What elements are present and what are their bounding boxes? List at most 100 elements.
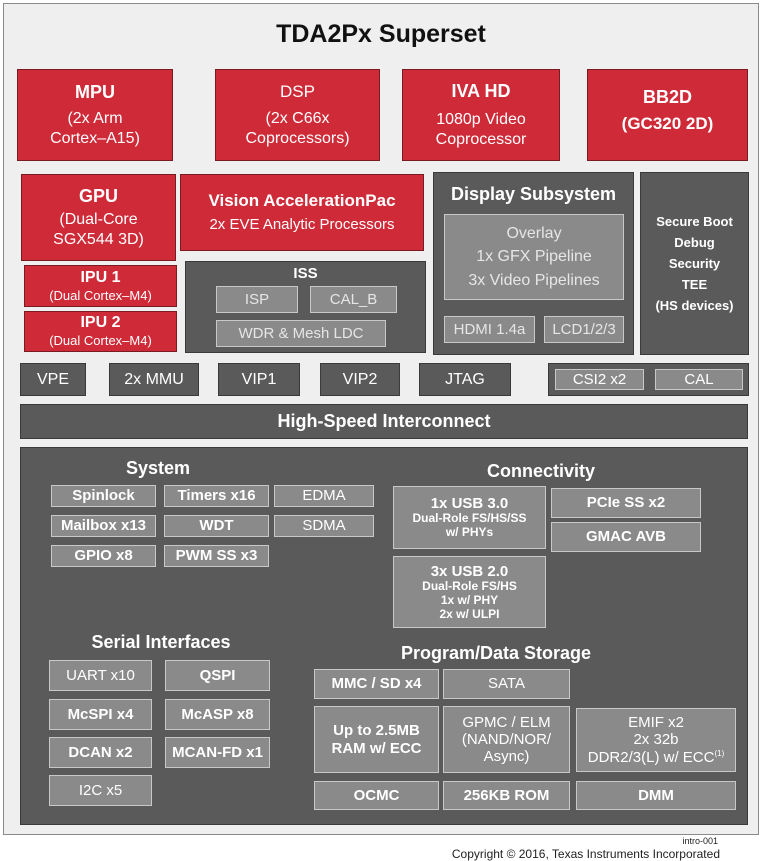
- vision-acceleration-block: Vision AccelerationPac 2x EVE Analytic P…: [180, 174, 424, 251]
- csi2-cell: CSI2 x2: [555, 369, 644, 390]
- diagram-title: TDA2Px Superset: [276, 20, 486, 48]
- usb3-cell: 1x USB 3.0 Dual-Role FS/HS/SS w/ PHYs: [393, 486, 546, 549]
- iss-name: ISS: [293, 265, 318, 282]
- system-title: System: [125, 458, 191, 478]
- debug-label: Debug: [674, 235, 715, 250]
- mcasp-cell: McASP x8: [165, 699, 270, 730]
- gpmc-desc-1: (NAND/NOR/: [461, 730, 552, 748]
- spinlock-cell: Spinlock: [51, 485, 156, 507]
- dss-video: 3x Video Pipelines: [468, 271, 600, 289]
- usb3-name: 1x USB 3.0: [430, 495, 509, 513]
- usb2-desc-1: Dual-Role FS/HS: [422, 578, 517, 593]
- qspi-cell: QSPI: [165, 660, 270, 691]
- mpu-desc-1: (2x Arm: [67, 110, 123, 128]
- csi-cal-block: CSI2 x2 CAL: [548, 363, 749, 396]
- edma-cell: EDMA: [274, 485, 374, 507]
- usb3-desc-2: w/ PHYs: [445, 525, 494, 540]
- dss-name: Display Subsystem: [450, 184, 617, 204]
- cal-cell: CAL: [655, 369, 743, 390]
- ram-size: Up to 2.5MB: [333, 722, 420, 740]
- mpu-desc-2: Cortex–A15): [50, 130, 140, 148]
- mmu-block: 2x MMU: [109, 363, 199, 396]
- bb2d-block: BB2D (GC320 2D): [587, 69, 748, 161]
- ram-ecc: RAM w/ ECC: [331, 739, 422, 757]
- mpu-name: MPU: [75, 81, 115, 102]
- mcspi-cell: McSPI x4: [49, 699, 152, 730]
- bb2d-name: BB2D: [642, 87, 692, 107]
- secure-boot-label: Secure Boot: [656, 214, 733, 229]
- ram-cell: Up to 2.5MB RAM w/ ECC: [314, 706, 439, 773]
- sata-cell: SATA: [443, 669, 570, 699]
- usb2-desc-2: 1x w/ PHY: [440, 592, 499, 607]
- timers-cell: Timers x16: [164, 485, 269, 507]
- dsp-desc-2: Coprocessors): [245, 129, 350, 147]
- mcan-fd-cell: MCAN-FD x1: [165, 737, 270, 768]
- emif-ddr: DDR2/3(L) w/ ECC: [587, 748, 715, 766]
- security-label: Security: [668, 256, 721, 271]
- storage-title: Program/Data Storage: [400, 643, 592, 663]
- vision-desc: 2x EVE Analytic Processors: [209, 216, 395, 234]
- emif-footnote: (1): [714, 748, 725, 758]
- ocmc-cell: OCMC: [314, 781, 439, 810]
- ipu2-desc: (Dual Cortex–M4): [49, 333, 152, 349]
- high-speed-interconnect: High-Speed Interconnect: [20, 404, 748, 439]
- mpu-block: MPU (2x Arm Cortex–A15): [17, 69, 173, 161]
- usb2-cell: 3x USB 2.0 Dual-Role FS/HS 1x w/ PHY 2x …: [393, 556, 546, 628]
- iss-block: ISS ISP CAL_B WDR & Mesh LDC: [185, 261, 426, 353]
- figure-code: intro-001: [682, 836, 718, 846]
- iva-desc-2: Coprocessor: [435, 131, 527, 149]
- serial-interfaces-title: Serial Interfaces: [91, 632, 231, 652]
- jtag-block: JTAG: [419, 363, 511, 396]
- ipu1-name: IPU 1: [80, 268, 121, 286]
- vip2-block: VIP2: [320, 363, 400, 396]
- copyright-text: Copyright © 2016, Texas Instruments Inco…: [451, 847, 720, 861]
- dss-pipelines-cell: Overlay 1x GFX Pipeline 3x Video Pipelin…: [444, 214, 624, 300]
- usb2-desc-3: 2x w/ ULPI: [439, 606, 500, 621]
- connectivity-title: Connectivity: [486, 461, 596, 481]
- ipu2-block: IPU 2 (Dual Cortex–M4): [24, 311, 177, 352]
- hdmi-cell: HDMI 1.4a: [444, 316, 535, 343]
- iva-desc-1: 1080p Video: [436, 111, 526, 129]
- dsp-name: DSP: [280, 82, 315, 102]
- ipu1-desc: (Dual Cortex–M4): [49, 287, 152, 303]
- isp-cell: ISP: [216, 286, 298, 313]
- gmac-cell: GMAC AVB: [551, 522, 701, 552]
- usb3-desc-1: Dual-Role FS/HS/SS: [412, 511, 527, 526]
- mailbox-cell: Mailbox x13: [51, 515, 156, 537]
- display-subsystem-block: Display Subsystem Overlay 1x GFX Pipelin…: [433, 172, 634, 355]
- emif-width: 2x 32b: [633, 731, 679, 749]
- emif-name: EMIF x2: [628, 714, 684, 732]
- cal-b-cell: CAL_B: [310, 286, 397, 313]
- bb2d-desc: (GC320 2D): [621, 113, 714, 133]
- i2c-cell: I2C x5: [49, 775, 152, 806]
- emif-ddr-line: DDR2/3(L) w/ ECC(1): [588, 749, 724, 766]
- mmc-sd-cell: MMC / SD x4: [314, 669, 439, 699]
- wdt-cell: WDT: [164, 515, 269, 537]
- gpu-name: GPU: [78, 186, 118, 207]
- iva-name: IVA HD: [451, 80, 511, 101]
- gpu-block: GPU (Dual-Core SGX544 3D): [21, 174, 176, 261]
- iva-block: IVA HD 1080p Video Coprocessor: [402, 69, 560, 161]
- vip1-block: VIP1: [218, 363, 300, 396]
- gpmc-elm-cell: GPMC / ELM (NAND/NOR/ Async): [443, 706, 570, 773]
- dsp-desc-1: (2x C66x: [265, 109, 330, 127]
- emif-cell: EMIF x2 2x 32b DDR2/3(L) w/ ECC(1): [576, 708, 736, 772]
- gpmc-desc-2: Async): [483, 748, 530, 766]
- pcie-cell: PCIe SS x2: [551, 488, 701, 518]
- lcd-cell: LCD1/2/3: [544, 316, 624, 343]
- usb2-name: 3x USB 2.0: [430, 562, 509, 580]
- vpe-block: VPE: [20, 363, 86, 396]
- wdr-mesh-ldc-cell: WDR & Mesh LDC: [216, 320, 386, 347]
- pwm-cell: PWM SS x3: [164, 545, 269, 567]
- hs-devices-label: (HS devices): [655, 298, 734, 313]
- dsp-block: DSP (2x C66x Coprocessors): [215, 69, 380, 161]
- vision-name: Vision AccelerationPac: [208, 191, 396, 210]
- gpmc-name: GPMC / ELM: [462, 713, 551, 731]
- dcan-cell: DCAN x2: [49, 737, 152, 768]
- tee-label: TEE: [681, 277, 708, 292]
- gpu-desc-1: (Dual-Core: [59, 210, 138, 228]
- uart-cell: UART x10: [49, 660, 152, 691]
- dmm-cell: DMM: [576, 781, 736, 810]
- block-diagram: TDA2Px Superset MPU (2x Arm Cortex–A15) …: [3, 3, 759, 835]
- peripherals-area: System Spinlock Timers x16 EDMA Mailbox …: [20, 447, 748, 825]
